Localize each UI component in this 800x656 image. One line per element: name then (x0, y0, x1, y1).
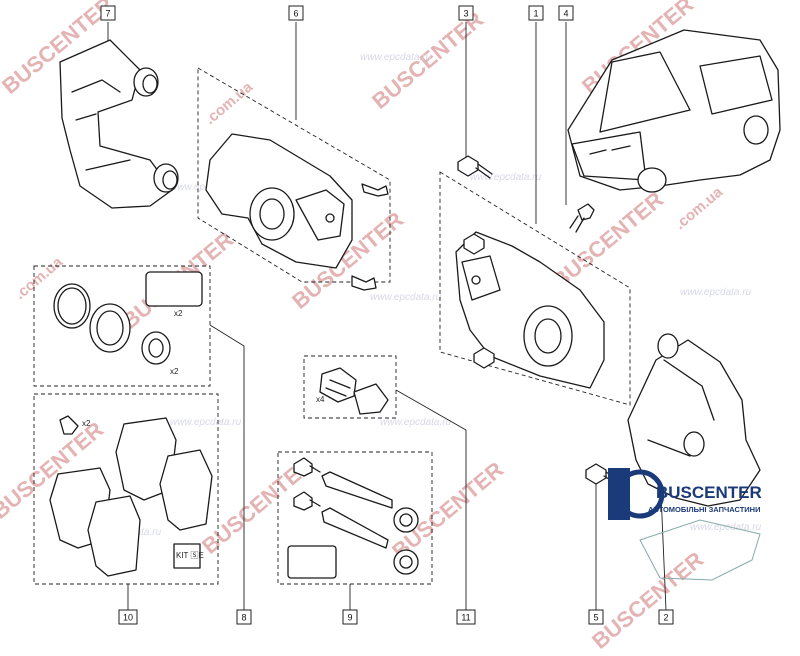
watermark-epcdata: www.epcdata.ru (370, 292, 442, 303)
caliper-bracket-7 (59, 39, 179, 209)
svg-text:5: 5 (593, 613, 598, 623)
screw-qty-label: x2 (82, 419, 91, 428)
bolt-3 (457, 155, 493, 179)
watermark-epcdata: www.epcdata.ru (680, 287, 752, 298)
callout-3: 3 (458, 5, 474, 21)
brake-caliper-1 (455, 231, 605, 389)
callout-6: 6 (288, 5, 304, 21)
callout-4: 4 (558, 5, 574, 21)
callout-10: 10 (118, 609, 138, 625)
group-box-caliper-1 (439, 171, 631, 406)
callout-7: 7 (100, 5, 116, 21)
shims-qty-label: x2 (174, 309, 183, 318)
brake-caliper-6 (205, 133, 389, 291)
svg-text:10: 10 (123, 613, 133, 623)
svg-text:4: 4 (563, 9, 568, 19)
svg-text:11: 11 (461, 613, 470, 623)
watermark-epcdata: www.epcdata.ru (360, 52, 432, 63)
watermark-domain: .com.ua (12, 253, 67, 303)
clips-qty-label: x4 (316, 395, 325, 404)
svg-text:2: 2 (663, 613, 668, 623)
watermark-epcdata: www.epcdata.ru (470, 172, 542, 183)
watermark-epcdata: www.epcdata.ru (690, 522, 762, 533)
buscenter-logo: BUSCENTER АВТОМОБІЛЬНІ ЗАПЧАСТИНИ (608, 468, 762, 581)
svg-text:7: 7 (105, 9, 110, 19)
svg-text:8: 8 (241, 613, 246, 623)
group-box-pads (33, 393, 219, 585)
seal-kit-8: x2 x2 (53, 271, 203, 376)
brake-pads-10: x2 KIT 🅂E (49, 415, 213, 577)
guide-pins-9 (287, 457, 419, 579)
pad-clips-11: x4 (316, 367, 389, 415)
callout-5: 5 (588, 609, 604, 625)
callout-2: 2 (658, 609, 674, 625)
bleed-screw-4 (569, 203, 595, 233)
svg-text:6: 6 (293, 9, 298, 19)
logo-tagline: АВТОМОБІЛЬНІ ЗАПЧАСТИНИ (648, 505, 760, 514)
watermark-buscenter: BUSCENTER (547, 187, 668, 294)
svg-text:1: 1 (533, 9, 538, 19)
boots-qty-label: x2 (170, 367, 179, 376)
logo-wordmark: BUSCENTER (656, 483, 762, 502)
svg-text:9: 9 (347, 613, 352, 623)
group-box-caliper-6 (197, 67, 391, 283)
svg-text:3: 3 (463, 9, 468, 19)
group-box-seal-kit (33, 265, 211, 387)
watermark-epcdata: www.epcdata.ru (170, 417, 242, 428)
watermark-domain: .com.ua (672, 183, 727, 233)
group-box-guide-pins (277, 451, 433, 585)
caliper-bracket-2 (627, 333, 761, 507)
callout-1: 1 (528, 5, 544, 21)
callout-8: 8 (236, 609, 252, 625)
watermark-epcdata: www.epcdata.ru (380, 417, 452, 428)
callout-11: 11 (456, 609, 476, 625)
group-box-clips (303, 355, 397, 419)
watermark-buscenter: BUSCENTER (587, 547, 708, 654)
vehicle-illustration (567, 29, 781, 193)
kit-label: KIT 🅂E (176, 551, 204, 560)
callout-9: 9 (342, 609, 358, 625)
